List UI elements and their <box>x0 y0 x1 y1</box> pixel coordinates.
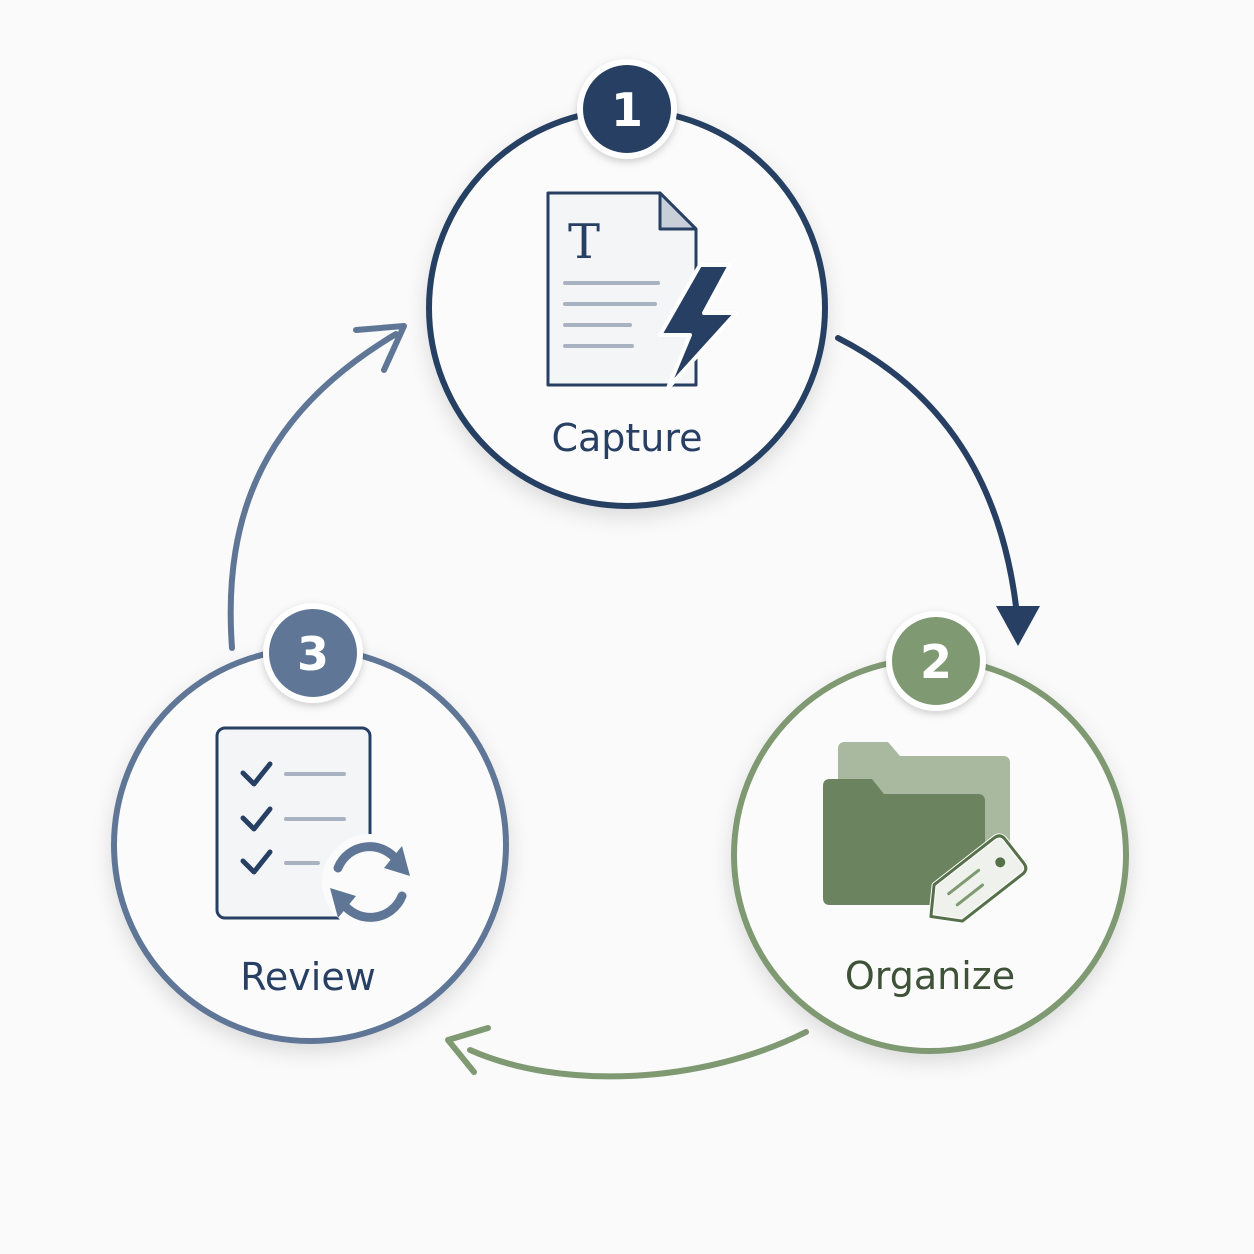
document-letter: T <box>568 214 600 270</box>
arrow-organize-to-review <box>445 1025 809 1080</box>
document-lightning-icon: T <box>546 191 738 390</box>
organize-label: Organize <box>845 954 1015 998</box>
step-review: Review 3 <box>111 603 509 1044</box>
folder-tag-icon <box>823 742 1029 924</box>
step-badge-1: 1 <box>577 59 677 159</box>
step-badge-3: 3 <box>263 603 363 703</box>
capture-label: Capture <box>551 416 702 460</box>
step-organize: Organize 2 <box>731 611 1129 1054</box>
arrow-review-to-capture <box>227 323 407 651</box>
step-badge-2: 2 <box>886 611 986 711</box>
step-capture: T Capture 1 <box>426 59 828 509</box>
checklist-refresh-icon <box>215 726 418 930</box>
review-label: Review <box>240 955 376 999</box>
step-number-1: 1 <box>611 83 643 137</box>
step-number-3: 3 <box>297 627 329 681</box>
step-number-2: 2 <box>920 635 952 689</box>
arrow-capture-to-organize <box>835 335 1040 646</box>
